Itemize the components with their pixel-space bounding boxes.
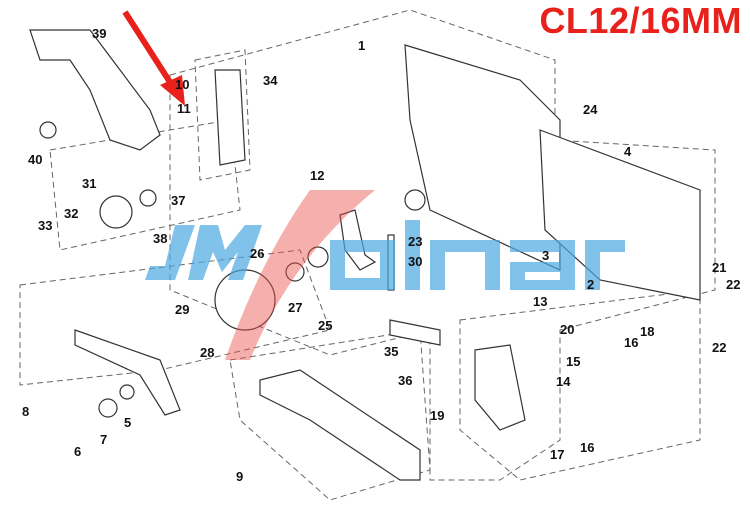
part-label-21: 21 bbox=[712, 260, 726, 275]
part-label-33: 33 bbox=[38, 218, 52, 233]
part-label-24: 24 bbox=[583, 102, 598, 117]
red-arrow-icon bbox=[122, 10, 185, 106]
part-label-18: 18 bbox=[640, 324, 654, 339]
part-label-25: 25 bbox=[318, 318, 332, 333]
part-label-28: 28 bbox=[200, 345, 214, 360]
part-label-29: 29 bbox=[175, 302, 189, 317]
part-label-11: 11 bbox=[177, 101, 191, 116]
part-5-washer bbox=[119, 384, 135, 400]
part-35-bracket bbox=[389, 319, 441, 346]
part-label-31: 31 bbox=[82, 176, 96, 191]
part-label-26: 26 bbox=[250, 246, 264, 261]
part-label-10: 10 bbox=[175, 77, 189, 92]
part-label-4: 4 bbox=[624, 144, 632, 159]
part-10-plate bbox=[214, 69, 246, 166]
part-label-38: 38 bbox=[153, 231, 167, 246]
part-label-32: 32 bbox=[64, 206, 78, 221]
part-label-3: 3 bbox=[542, 248, 549, 263]
part-label-22: 22 bbox=[726, 277, 740, 292]
part-7-roller bbox=[98, 398, 118, 418]
part-label-22: 22 bbox=[712, 340, 726, 355]
part-label-5: 5 bbox=[124, 415, 131, 430]
part-label-37: 37 bbox=[171, 193, 185, 208]
part-label-17: 17 bbox=[550, 447, 564, 462]
part-label-8: 8 bbox=[22, 404, 29, 419]
part-26-bushing bbox=[285, 262, 305, 282]
part-label-16: 16 bbox=[624, 335, 638, 350]
part-label-6: 6 bbox=[74, 444, 81, 459]
part-26-pulley bbox=[307, 246, 329, 268]
watermark-logo bbox=[145, 190, 625, 360]
part-8-lever bbox=[74, 329, 181, 416]
part-14-plate bbox=[474, 344, 526, 431]
part-label-35: 35 bbox=[384, 344, 398, 359]
model-title: CL12/16MM bbox=[539, 0, 742, 41]
part-label-27: 27 bbox=[288, 300, 302, 315]
part-label-9: 9 bbox=[236, 469, 243, 484]
part-40-pin bbox=[39, 121, 57, 139]
parts bbox=[29, 29, 701, 481]
part-label-36: 36 bbox=[398, 373, 412, 388]
part-label-14: 14 bbox=[556, 374, 571, 389]
part-39-bracket bbox=[29, 29, 161, 151]
part-label-12: 12 bbox=[310, 168, 324, 183]
part-23-shaft bbox=[404, 189, 426, 211]
part-label-13: 13 bbox=[533, 294, 547, 309]
part-label-15: 15 bbox=[566, 354, 580, 369]
part-label-20: 20 bbox=[560, 322, 574, 337]
part-label-40: 40 bbox=[28, 152, 42, 167]
part-9-link bbox=[259, 369, 421, 481]
part-labels: 1234567891011121314151616171819202122222… bbox=[22, 26, 740, 484]
part-label-23: 23 bbox=[408, 234, 422, 249]
part-label-19: 19 bbox=[430, 408, 444, 423]
part-label-7: 7 bbox=[100, 432, 107, 447]
part-31-washer bbox=[139, 189, 157, 207]
part-label-39: 39 bbox=[92, 26, 106, 41]
part-label-2: 2 bbox=[587, 277, 594, 292]
part-label-16: 16 bbox=[580, 440, 594, 455]
part-label-34: 34 bbox=[263, 73, 278, 88]
part-4-side-plate bbox=[539, 129, 701, 301]
part-label-1: 1 bbox=[358, 38, 365, 53]
part-1-frame bbox=[404, 44, 561, 271]
part-31-gear bbox=[99, 195, 133, 229]
part-label-30: 30 bbox=[408, 254, 422, 269]
assembly-outlines bbox=[19, 9, 716, 501]
